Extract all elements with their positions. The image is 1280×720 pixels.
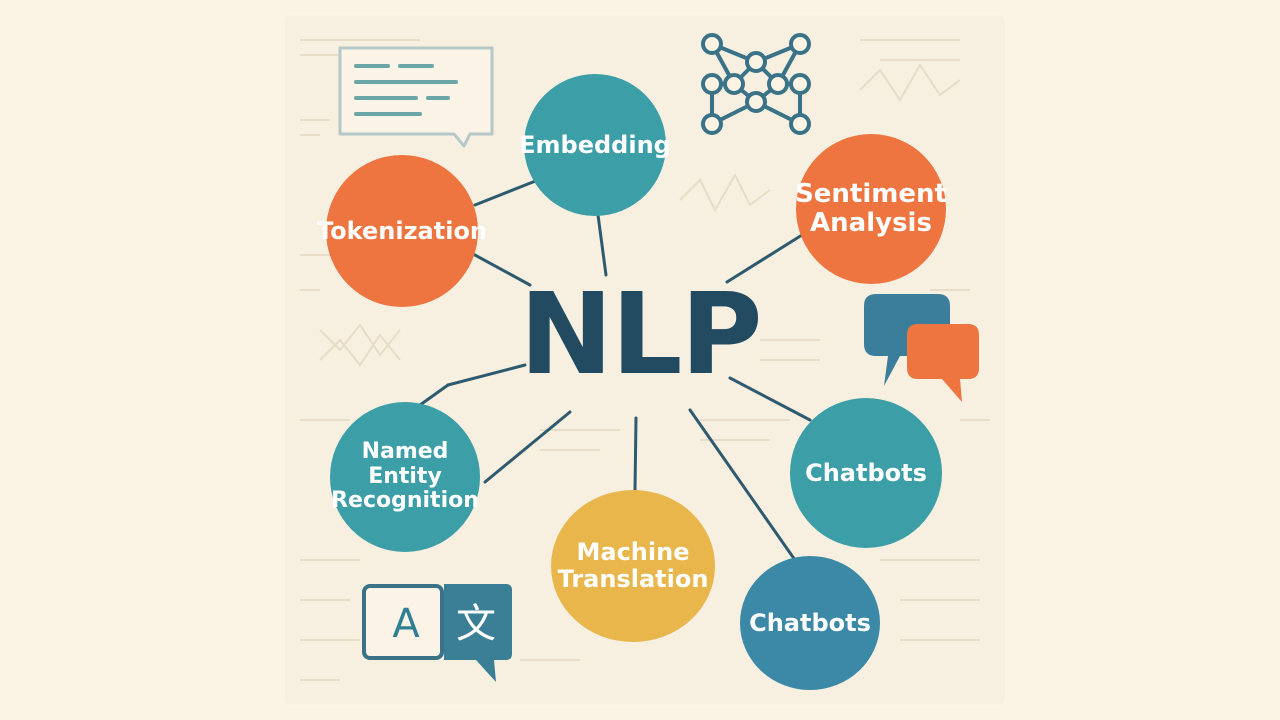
node-sentiment-analysis: Sentiment Analysis [795,134,947,284]
node-embedding: Embedding [519,74,671,216]
link-embedding [596,213,608,277]
link-sentiment [725,233,804,284]
link-chatbots-2 [688,408,797,562]
link-translation [633,416,638,492]
node-label: Chatbots [749,608,871,637]
link-ner-center [446,363,527,387]
neural-network-icon [701,33,811,135]
node-tokenization: Tokenization [317,155,487,307]
node-chatbots-primary: Chatbots [790,398,942,548]
node-label: Machine Translation [557,538,709,593]
center-title: NLP [519,270,762,400]
link-tokenization-embedding [473,178,540,207]
link-ner [483,410,572,484]
chat-bubbles-icon [864,294,979,402]
translate-icon [362,584,512,682]
node-label: Embedding [519,130,671,159]
translate-cjk-glyph: 文 [456,601,496,647]
node-label: Tokenization [317,216,488,245]
node-named-entity-recognition: Named Entity Recognition [330,402,480,552]
node-machine-translation: Machine Translation [551,490,715,642]
speech-bubble-document-icon [338,46,494,148]
link-tokenization [473,253,532,287]
link-ner-upper [418,383,450,407]
node-label: Named Entity Recognition [331,439,479,514]
translate-latin-glyph: A [392,601,420,647]
node-chatbots-secondary: Chatbots [740,556,880,690]
node-label: Chatbots [805,458,927,487]
link-chatbots-1 [728,376,812,422]
node-label: Sentiment Analysis [795,178,947,238]
